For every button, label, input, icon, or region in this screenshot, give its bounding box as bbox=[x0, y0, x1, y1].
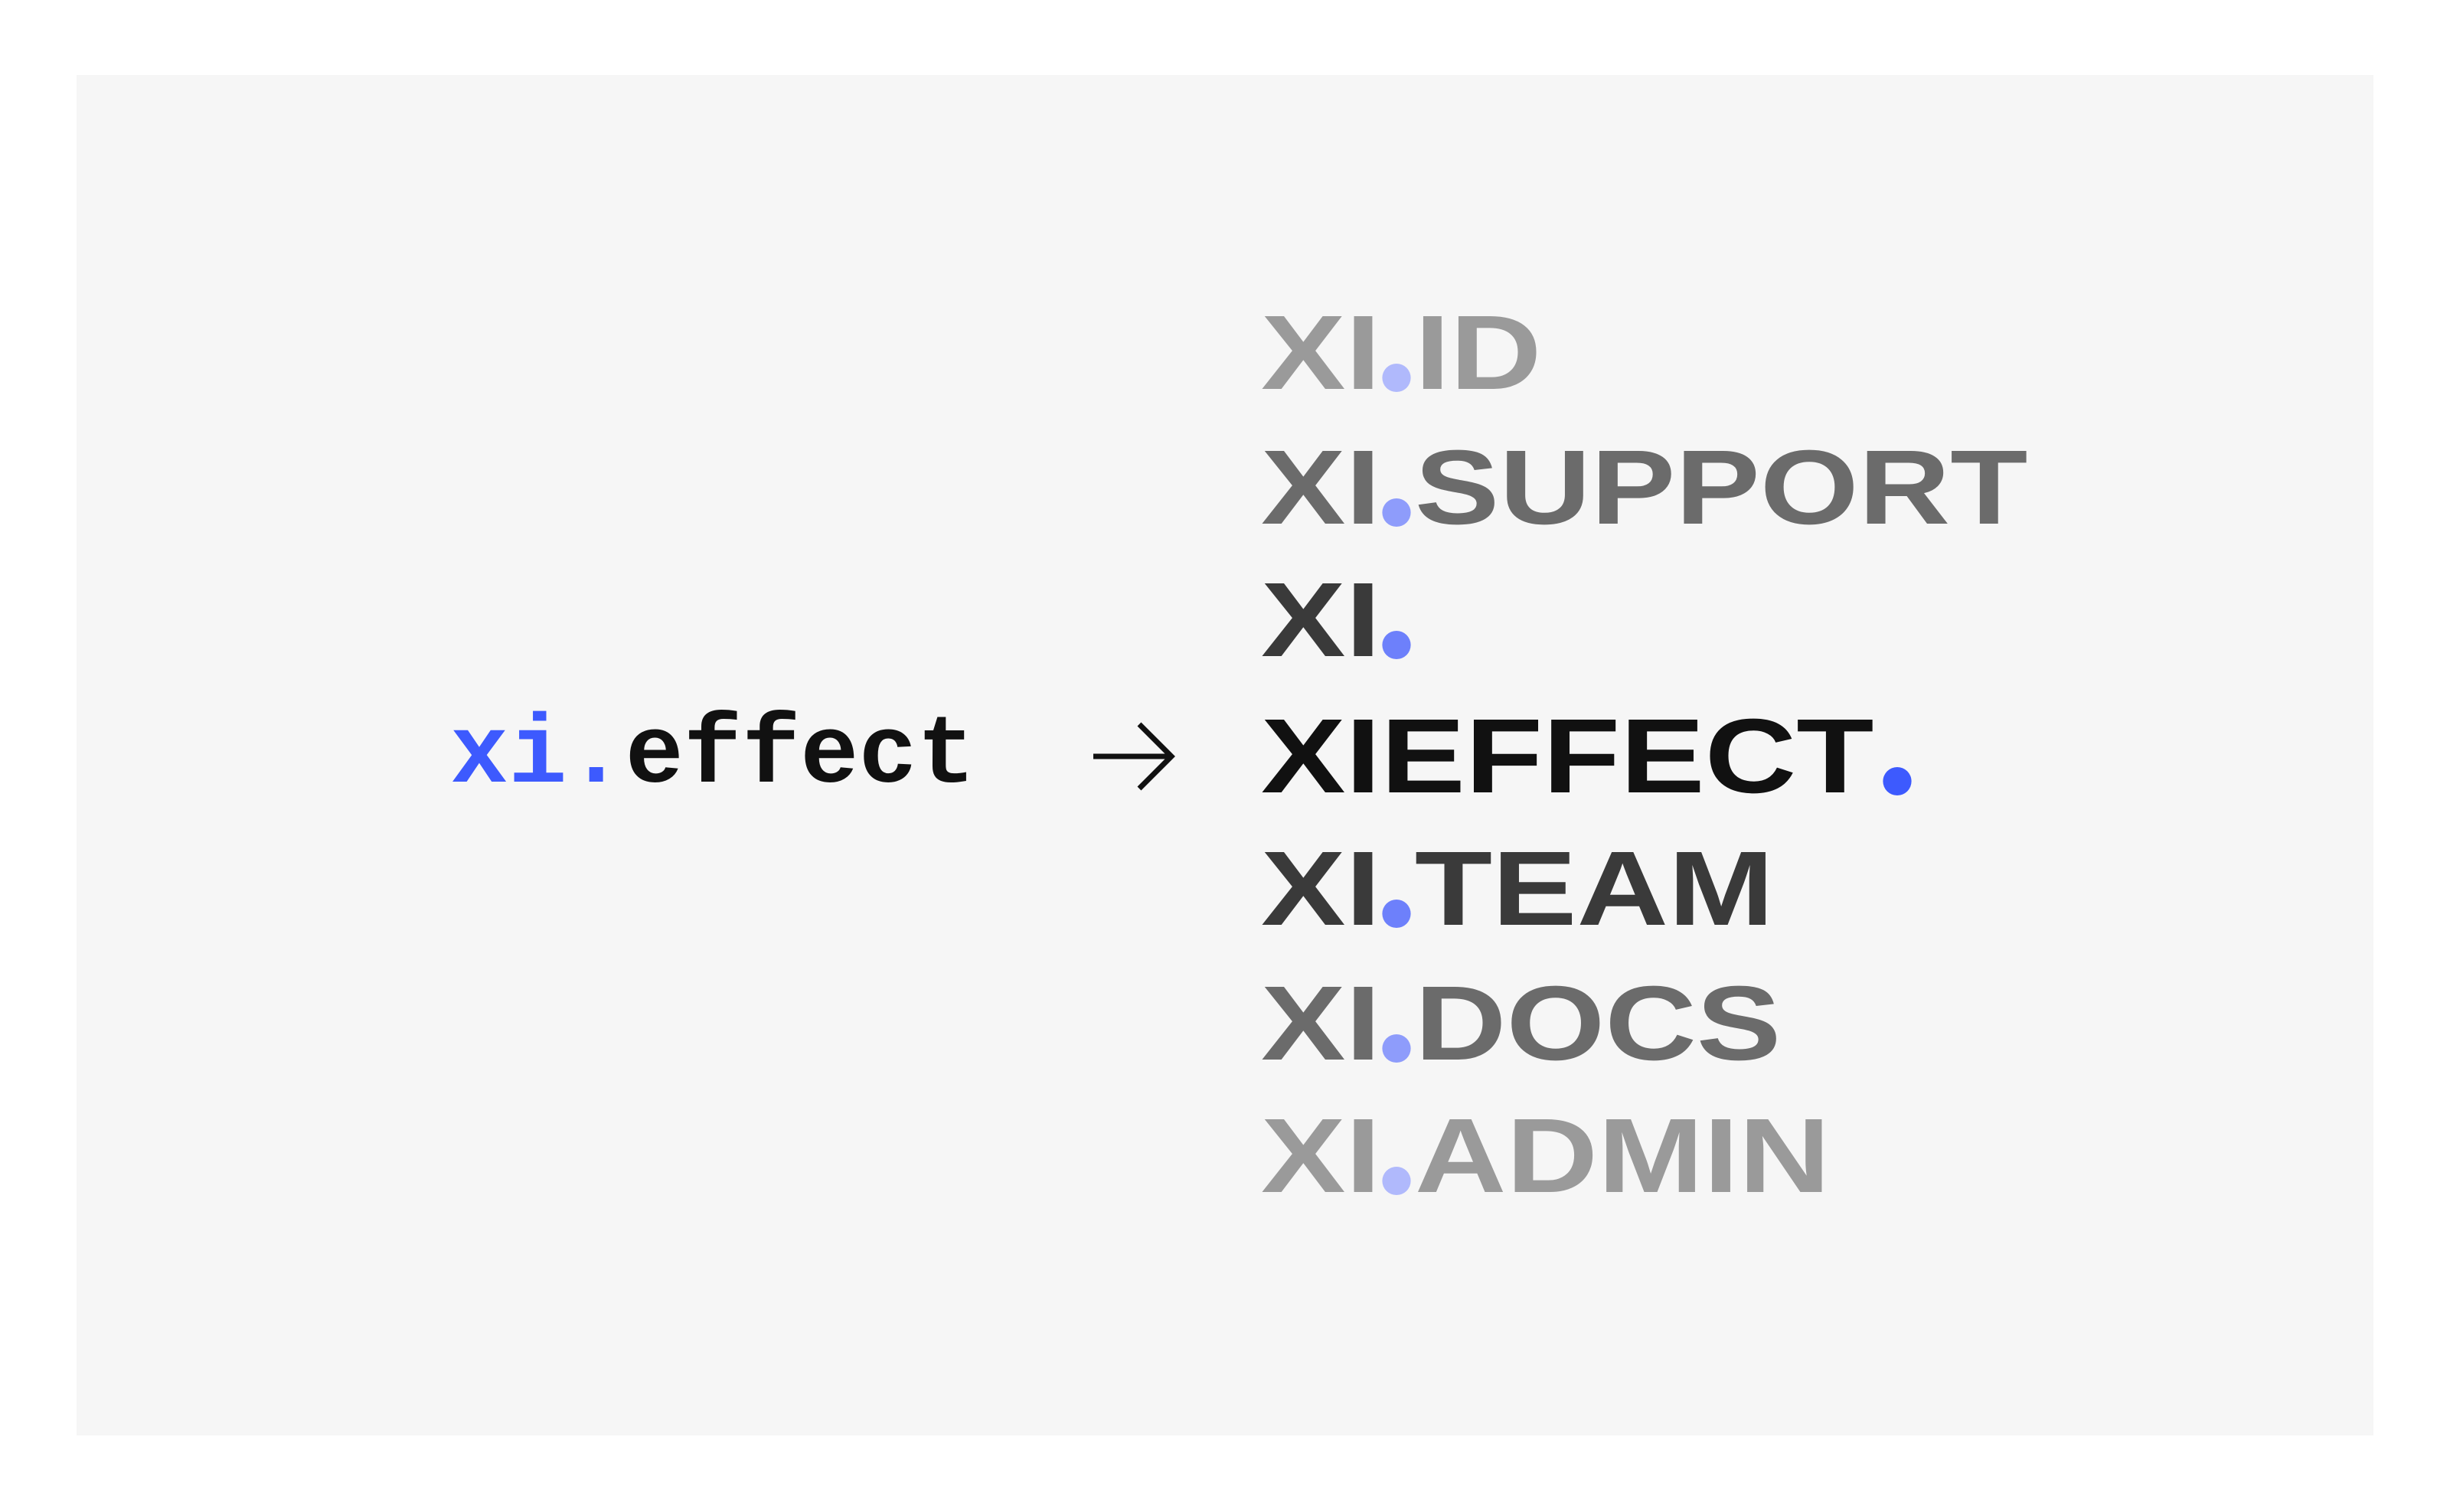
source-suffix: effect bbox=[625, 701, 975, 812]
brand-wordmark: XIEFFECT bbox=[1261, 703, 1915, 810]
brand-suffix: ID bbox=[1414, 294, 1542, 412]
brand-dot bbox=[1382, 1167, 1412, 1195]
brand-prefix: XIEFFECT bbox=[1261, 697, 1874, 815]
background-panel bbox=[77, 75, 2373, 1435]
source-dot: . bbox=[567, 701, 626, 812]
arrow-right-icon bbox=[1093, 722, 1175, 791]
brand-dot bbox=[1883, 767, 1912, 795]
source-prefix: xi bbox=[450, 701, 567, 812]
brand-prefix: XI bbox=[1261, 561, 1381, 679]
brand-dot bbox=[1382, 364, 1412, 392]
brand-dot bbox=[1382, 1034, 1412, 1063]
brand-suffix: TEAM bbox=[1414, 830, 1775, 948]
brand-prefix: XI bbox=[1261, 1097, 1381, 1215]
brand-suffix: SUPPORT bbox=[1414, 429, 2028, 547]
brand-prefix: XI bbox=[1261, 965, 1381, 1083]
brand-dot bbox=[1382, 900, 1412, 928]
brand-prefix: XI bbox=[1261, 830, 1381, 948]
brand-dot bbox=[1382, 631, 1412, 659]
brand-dot bbox=[1382, 498, 1412, 527]
brand-suffix: DOCS bbox=[1414, 965, 1782, 1083]
brand-prefix: XI bbox=[1261, 294, 1381, 412]
brand-prefix: XI bbox=[1261, 429, 1381, 547]
source-wordmark: xi.effect bbox=[450, 703, 975, 810]
brand-suffix: ADMIN bbox=[1414, 1097, 1831, 1215]
brand-wordmark: XI bbox=[1261, 567, 1415, 674]
